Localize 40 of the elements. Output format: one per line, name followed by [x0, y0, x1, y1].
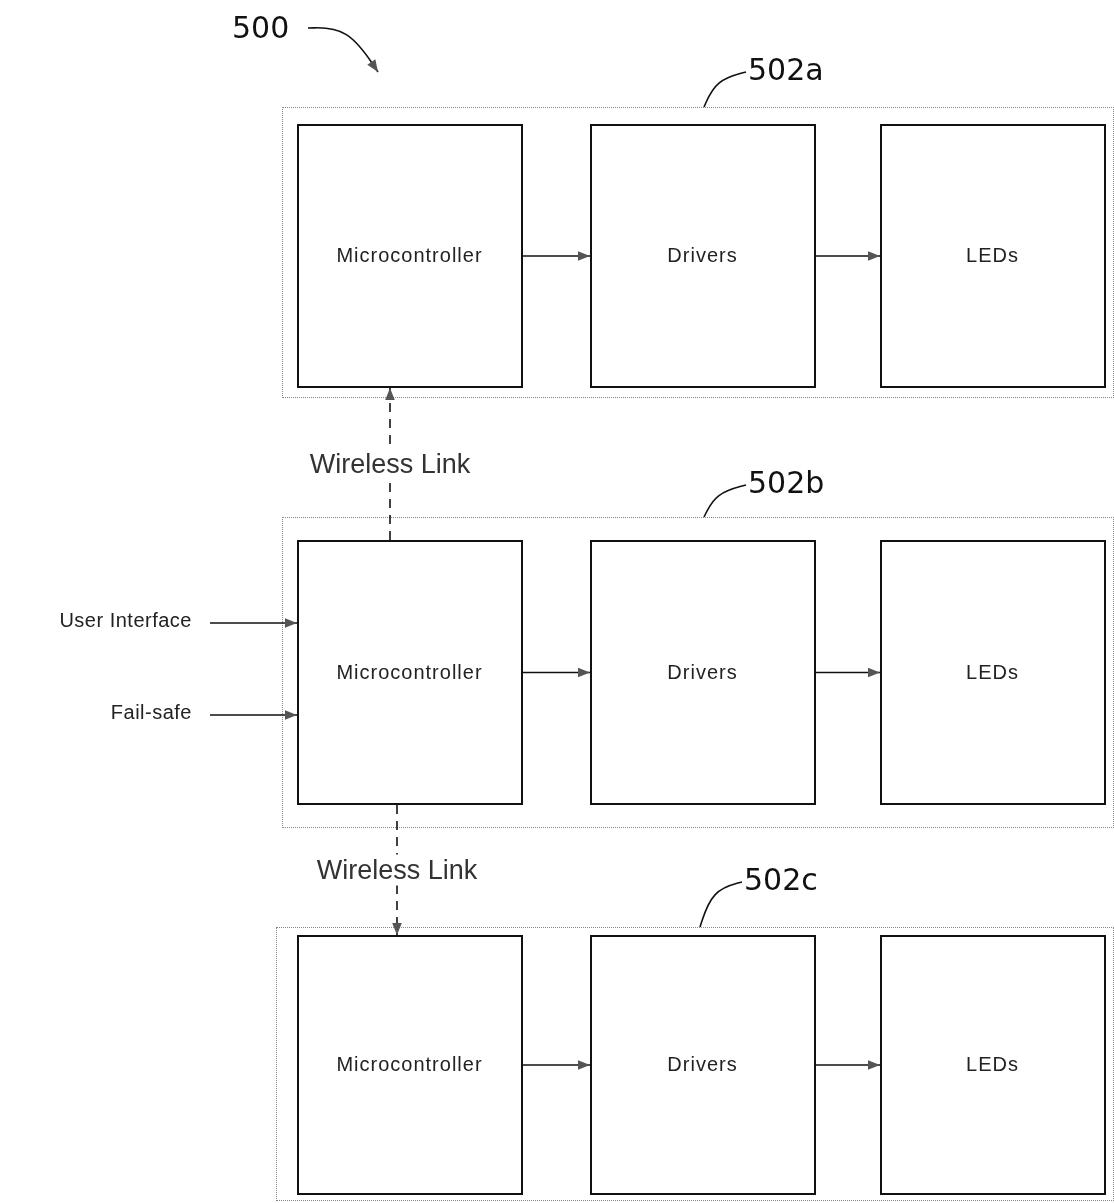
- block-label: LEDs: [966, 660, 1019, 684]
- block-box: [296, 934, 523, 1195]
- block-label: Drivers: [667, 660, 738, 684]
- reference-numeral: 500: [232, 10, 304, 50]
- block-box: [589, 123, 816, 388]
- module-panel: [282, 517, 1114, 828]
- block-box: [879, 123, 1106, 388]
- arrow: [522, 251, 591, 261]
- edge-label: Wireless Link: [314, 854, 480, 886]
- reference-numeral: 502c: [744, 862, 824, 902]
- block-box: [589, 539, 816, 805]
- arrow: [522, 1060, 591, 1070]
- arrow: [815, 251, 881, 261]
- arrow: [307, 26, 379, 73]
- block-label: Microcontroller: [336, 1053, 483, 1076]
- leader-line: [699, 881, 743, 928]
- block-box: [296, 539, 523, 805]
- block-box: [589, 934, 816, 1195]
- block-label: Drivers: [667, 1053, 738, 1076]
- block-label: Microcontroller: [336, 660, 483, 684]
- block-label: LEDs: [966, 244, 1019, 267]
- arrow: [815, 667, 881, 678]
- arrow: [522, 667, 591, 678]
- reference-numeral: 502a: [748, 52, 828, 92]
- block-box: [296, 123, 523, 388]
- module-panel: [282, 107, 1114, 398]
- input-label: User Interface: [6, 609, 192, 637]
- reference-numeral: 502b: [748, 465, 828, 505]
- arrow: [815, 1060, 881, 1070]
- arrow: [209, 710, 298, 720]
- block-box: [879, 934, 1106, 1195]
- module-panel: [276, 927, 1114, 1201]
- leader-line: [703, 484, 747, 518]
- input-label: Fail-safe: [78, 701, 192, 729]
- block-label: Microcontroller: [336, 244, 483, 267]
- block-label: Drivers: [667, 244, 738, 267]
- arrow: [209, 618, 298, 628]
- block-label: LEDs: [966, 1053, 1019, 1076]
- leader-line: [703, 71, 747, 108]
- block-box: [879, 539, 1106, 805]
